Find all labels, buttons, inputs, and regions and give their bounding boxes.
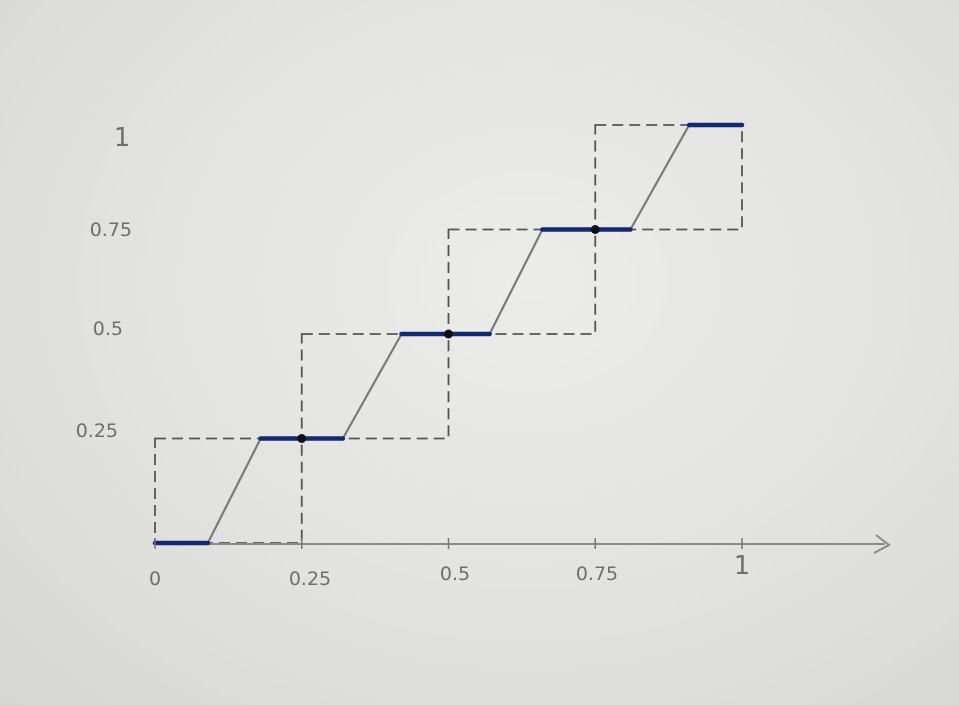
y-tick-label: 1 <box>114 123 131 153</box>
tick-labels: 0 0.25 0.5 0.75 1 0.25 0.5 0.75 1 <box>76 123 751 590</box>
x-tick-label: 0.75 <box>576 563 618 585</box>
slope-line <box>488 228 544 336</box>
y-tick-label: 0.25 <box>76 420 118 442</box>
slope-line <box>206 437 262 545</box>
dashed-box <box>594 124 743 231</box>
dot <box>297 434 307 443</box>
x-tick-marks <box>154 538 743 549</box>
x-tick-label: 0 <box>149 568 161 590</box>
y-tick-label: 0.75 <box>90 219 132 241</box>
dots <box>297 225 600 443</box>
dashed-box <box>300 333 450 440</box>
x-tick-label: 0.25 <box>289 568 331 590</box>
dashed-box <box>154 437 303 544</box>
axes <box>155 534 891 554</box>
slope-line <box>341 332 403 440</box>
x-tick-label: 0.5 <box>440 563 470 585</box>
x-axis-arrowhead <box>873 534 891 554</box>
slope-line <box>629 123 691 231</box>
y-tick-label: 0.5 <box>93 318 123 340</box>
dot <box>444 329 453 339</box>
x-tick-label: 1 <box>734 551 751 581</box>
dashed-box <box>447 228 597 335</box>
dot <box>590 225 600 234</box>
sloped-lines <box>206 123 691 545</box>
